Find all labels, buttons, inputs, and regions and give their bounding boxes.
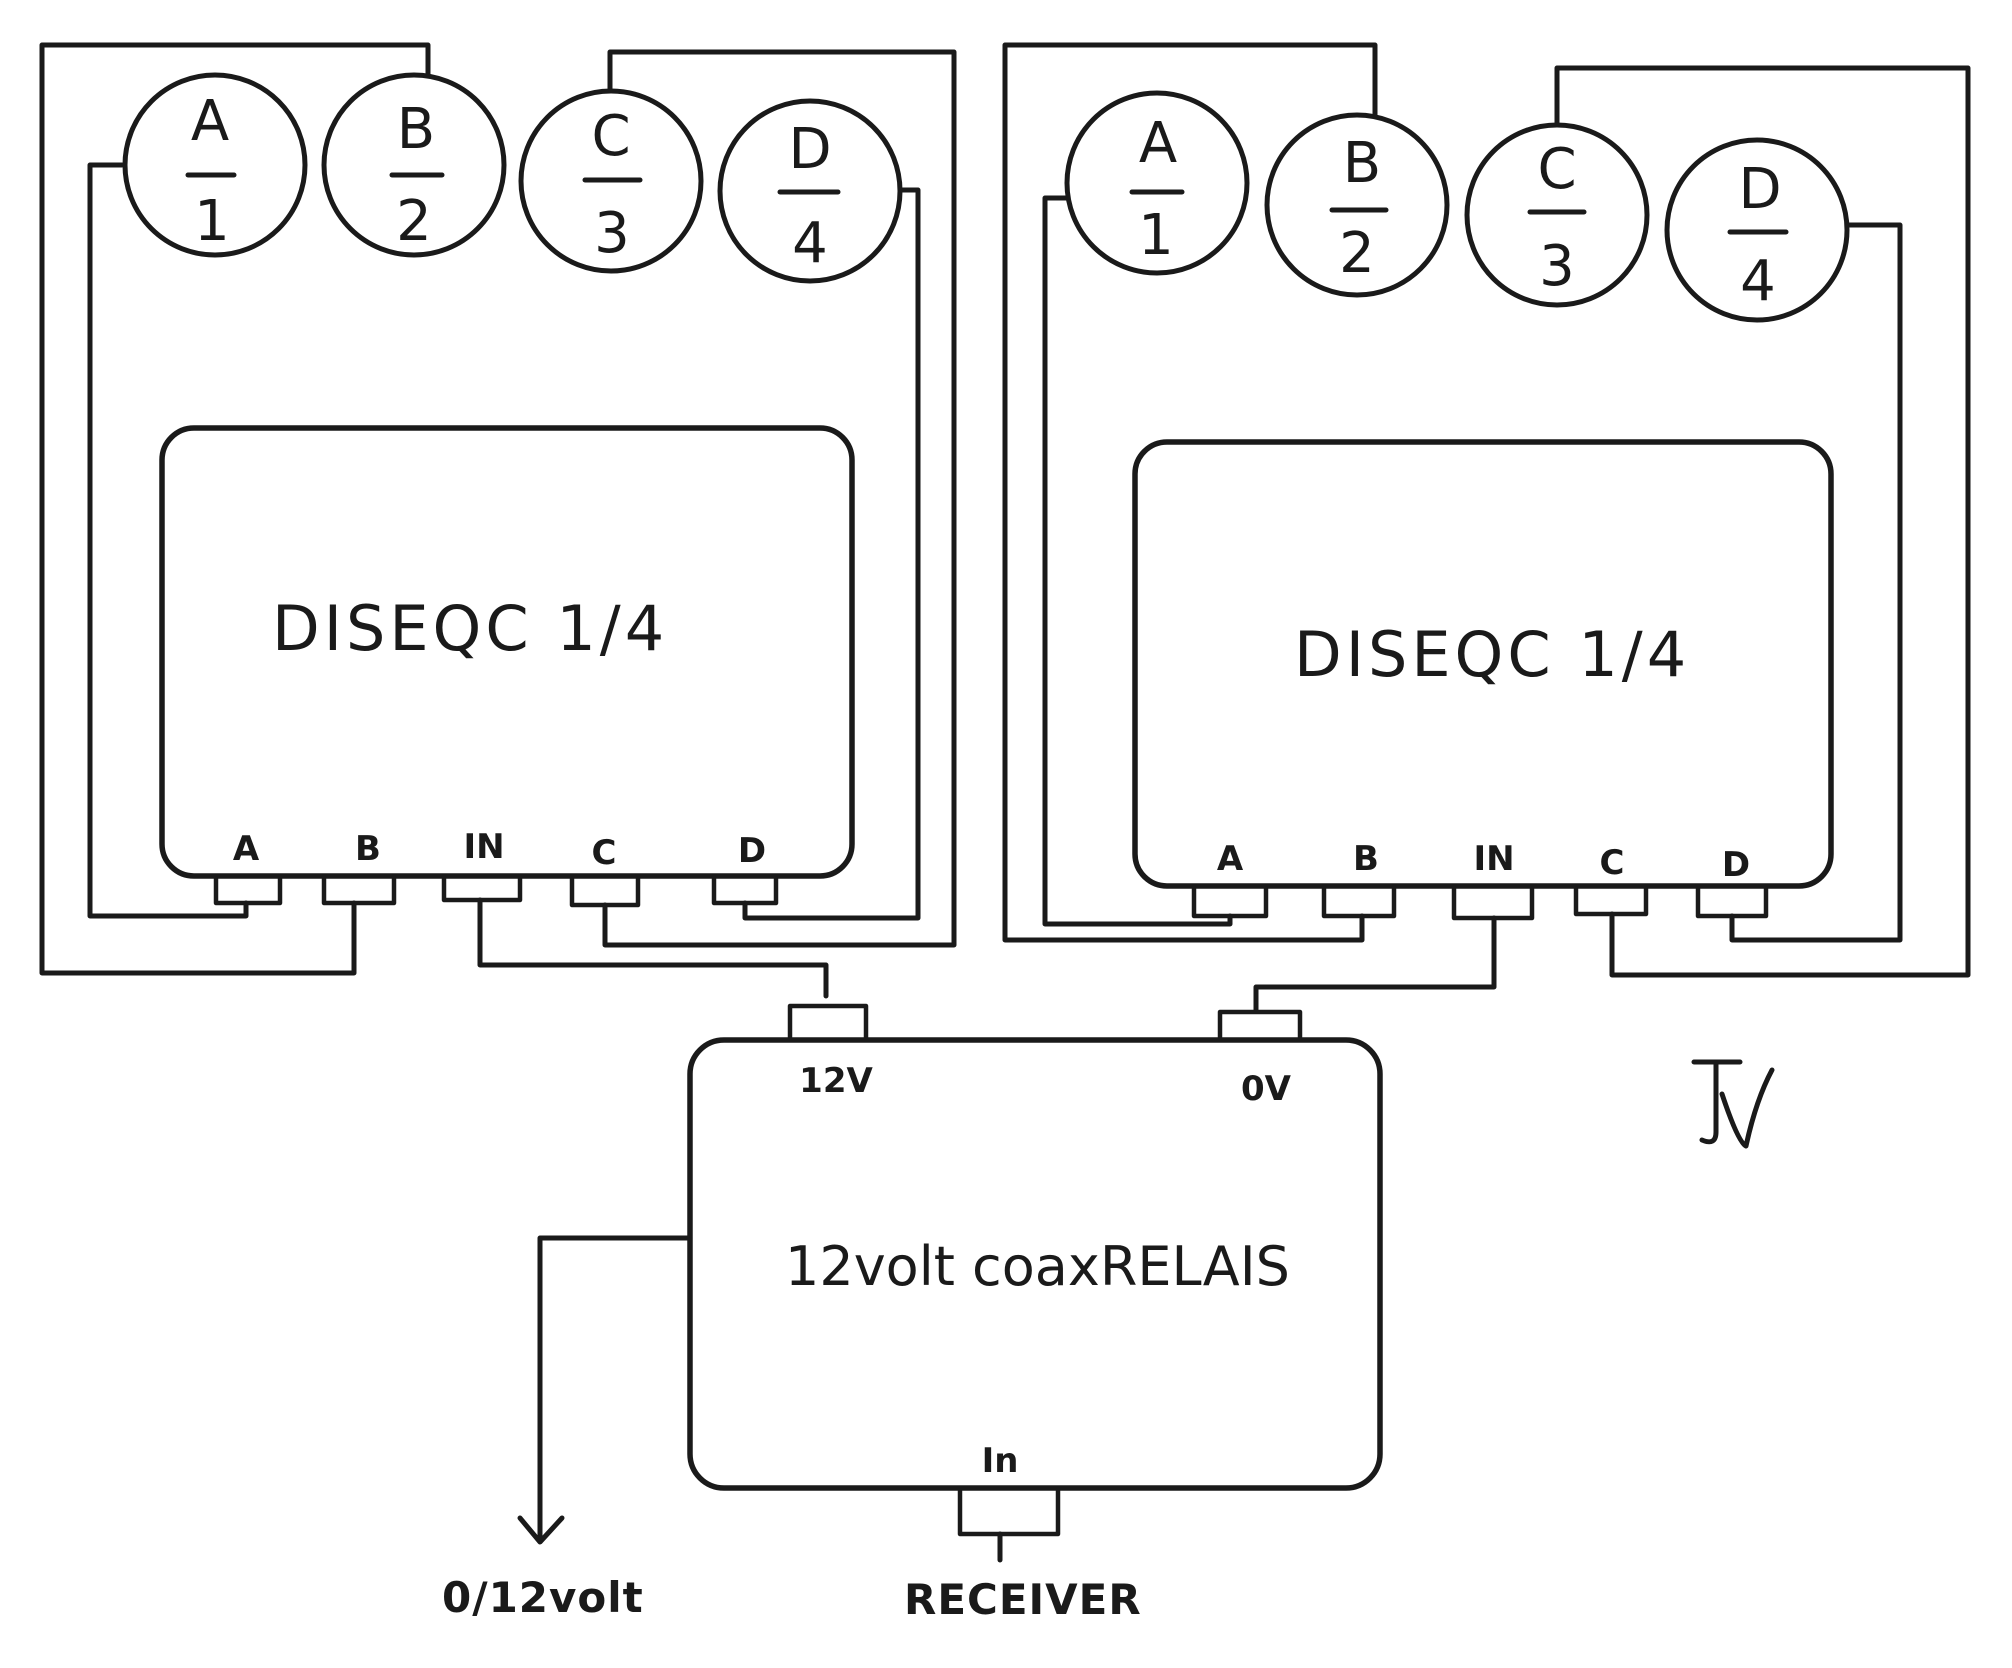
- relay-connector-12v: [787, 1003, 869, 1040]
- left-lnb-a: A 1: [122, 72, 308, 258]
- relay-port-0v-label: 0V: [1241, 1069, 1292, 1109]
- right-lnb-a-top: A: [1139, 111, 1177, 176]
- right-wire-in: [1253, 915, 1497, 1013]
- left-lnb-b-top: B: [397, 97, 435, 162]
- right-connector-b: [1321, 886, 1397, 919]
- control-voltage-label: 0/12volt: [442, 1573, 644, 1622]
- right-lnb-d-bottom: 4: [1740, 249, 1776, 314]
- right-lnb-b: B 2: [1264, 112, 1450, 298]
- right-lnb-c-top: C: [1537, 137, 1576, 202]
- left-port-a-label: A: [233, 829, 260, 869]
- right-port-a-label: A: [1217, 839, 1244, 879]
- left-connector-a: [213, 876, 283, 906]
- left-connector-in: [441, 876, 523, 903]
- right-diseqc-group: A 1 B 2 C 3 D 4 DISEQC 1/4 A B IN C D: [1002, 42, 1971, 1013]
- right-lnb-c: C 3: [1464, 122, 1650, 308]
- left-wire-b: [39, 42, 431, 976]
- right-connector-d: [1695, 886, 1769, 919]
- left-lnb-c-top: C: [591, 104, 630, 169]
- left-connector-c: [569, 876, 641, 908]
- left-lnb-a-top: A: [191, 89, 229, 154]
- left-lnb-b-bottom: 2: [396, 189, 432, 254]
- left-port-in-label: IN: [463, 827, 504, 867]
- left-diseqc-label: DISEQC 1/4: [272, 592, 668, 665]
- left-wire-d: [742, 187, 921, 921]
- left-lnb-c-bottom: 3: [594, 201, 630, 266]
- relay-port-12v-label: 12V: [799, 1061, 873, 1101]
- relay-box: [687, 1037, 1383, 1491]
- left-wire-c: [602, 49, 957, 948]
- right-lnb-b-bottom: 2: [1339, 221, 1375, 286]
- right-diseqc-label: DISEQC 1/4: [1294, 618, 1690, 691]
- right-connector-in: [1451, 886, 1535, 921]
- left-connector-d: [711, 876, 779, 906]
- left-lnb-c: C 3: [518, 88, 704, 274]
- right-connector-c: [1573, 886, 1649, 917]
- left-port-d-label: D: [738, 831, 766, 871]
- left-wire-in: [477, 897, 829, 999]
- right-port-b-label: B: [1353, 839, 1379, 879]
- right-port-c-label: C: [1600, 843, 1625, 883]
- relay-label: 12volt coaxRELAIS: [785, 1235, 1290, 1298]
- right-wire-b: [1002, 42, 1378, 943]
- right-wire-a: [1042, 195, 1233, 927]
- relay-group: 12V 0V 12volt coaxRELAIS In: [517, 1003, 1383, 1563]
- left-connector-b: [321, 876, 397, 906]
- left-lnb-d: D 4: [717, 98, 903, 284]
- left-lnb-d-top: D: [788, 117, 831, 182]
- left-lnb-b: B 2: [321, 72, 507, 258]
- left-diseqc-box: [159, 425, 855, 879]
- left-port-c-label: C: [592, 833, 617, 873]
- right-port-in-label: IN: [1473, 839, 1514, 879]
- right-wire-c: [1554, 65, 1971, 978]
- receiver-label: RECEIVER: [904, 1575, 1142, 1624]
- right-lnb-a: A 1: [1064, 90, 1250, 276]
- left-port-b-label: B: [355, 829, 381, 869]
- right-lnb-d: D 4: [1664, 137, 1850, 323]
- left-lnb-d-bottom: 4: [792, 211, 828, 276]
- relay-port-in-label: In: [982, 1441, 1019, 1481]
- right-lnb-c-bottom: 3: [1539, 234, 1575, 299]
- left-lnb-a-bottom: 1: [194, 189, 230, 254]
- control-arrow-icon: [517, 1515, 565, 1545]
- right-lnb-b-top: B: [1343, 131, 1381, 196]
- right-port-d-label: D: [1722, 845, 1750, 885]
- control-wire: [537, 1235, 693, 1543]
- relay-connector-0v: [1217, 1009, 1303, 1040]
- right-connector-a: [1191, 886, 1269, 919]
- right-lnb-a-bottom: 1: [1138, 203, 1174, 268]
- relay-connector-in: [957, 1488, 1061, 1537]
- left-wire-a: [87, 162, 249, 919]
- signature-icon: [1691, 1059, 1775, 1149]
- left-diseqc-group: A 1 B 2 C 3 D 4 DISEQC 1/4 A B IN C: [39, 42, 957, 999]
- right-diseqc-box: [1132, 439, 1834, 889]
- right-lnb-d-top: D: [1738, 157, 1781, 222]
- right-wire-d: [1729, 222, 1903, 943]
